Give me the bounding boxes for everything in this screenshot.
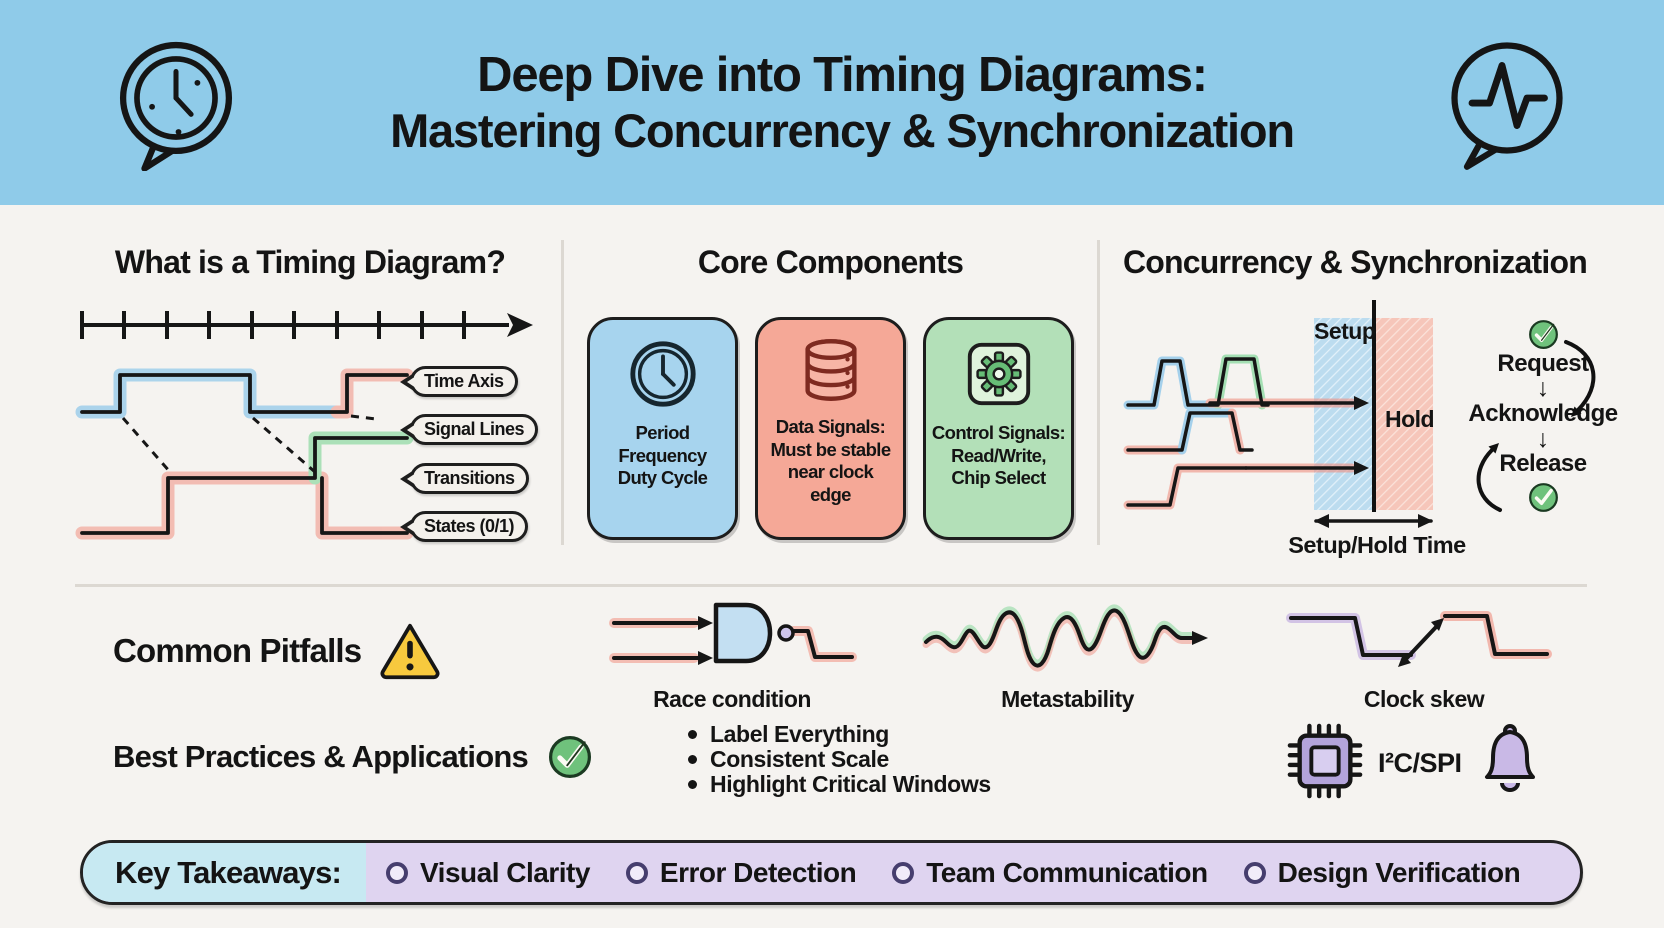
bullet-label: Highlight Critical Windows <box>710 771 991 797</box>
concurrency-section-title: Concurrency & Synchronization <box>1123 244 1588 280</box>
bullet-dot-icon <box>688 780 697 789</box>
practices-title: Best Practices & Applications <box>113 739 529 774</box>
clock-skew-label: Clock skew <box>1363 686 1485 712</box>
ring-bullet-icon <box>1243 861 1266 884</box>
card-text: Control Signals: Read/Write, Chip Select <box>931 422 1066 489</box>
setup-hold-diagram <box>1123 300 1433 528</box>
header-title: Deep Dive into Timing Diagrams: Masterin… <box>242 48 1442 157</box>
check-circle-icon <box>1528 320 1558 349</box>
bullet-item: Highlight Critical Windows <box>688 771 1048 797</box>
bullet-dot-icon <box>688 730 697 739</box>
takeaway-label: Team Communication <box>926 856 1208 888</box>
key-takeaways-title: Key Takeaways: <box>83 843 366 902</box>
handshake-step-request: Request <box>1497 350 1589 377</box>
check-circle-icon <box>1528 482 1558 512</box>
pulse-speech-bubble-icon <box>1451 41 1563 170</box>
warning-triangle-icon <box>380 623 440 680</box>
core-section-title: Core Components <box>697 244 964 280</box>
clock-speech-bubble-icon <box>119 41 233 171</box>
skewed-clock-icon <box>1286 611 1552 667</box>
key-takeaways-items: Visual Clarity Error Detection Team Comm… <box>386 856 1521 889</box>
check-circle-icon <box>548 736 591 778</box>
callout-signal-lines: Signal Lines <box>410 414 539 445</box>
key-takeaways-bar: Key Takeaways: Visual Clarity Error Dete… <box>80 840 1583 905</box>
takeaway-item-error-detection: Error Detection <box>625 856 857 889</box>
bell-icon <box>1485 724 1535 792</box>
ring-bullet-icon <box>625 861 648 884</box>
card-data-signals: Data Signals: Must be stable near clock … <box>755 317 906 540</box>
metastability-label: Metastability <box>1001 686 1134 712</box>
callout-states: States (0/1) <box>410 511 529 542</box>
curved-arrow-right-icon <box>1564 340 1596 417</box>
protocol-label: I²C/SPI <box>1378 748 1462 778</box>
takeaway-label: Error Detection <box>659 856 857 888</box>
bullet-item: Label Everything <box>688 721 1048 747</box>
callout-time-axis: Time Axis <box>410 366 518 397</box>
bullet-label: Consistent Scale <box>710 746 889 772</box>
card-timing-parameters: Period Frequency Duty Cycle <box>587 317 738 540</box>
noisy-signal-icon <box>922 604 1208 672</box>
nand-gate-icon <box>609 602 857 665</box>
hold-label: Hold <box>1385 406 1435 432</box>
race-condition-label: Race condition <box>653 686 811 712</box>
header-banner: Deep Dive into Timing Diagrams: Masterin… <box>0 0 1664 205</box>
time-axis-diagram <box>80 311 533 339</box>
handshake-step-release: Release <box>1499 450 1587 478</box>
takeaway-item-team-communication: Team Communication <box>892 856 1208 889</box>
practices-title-row: Best Practices & Applications <box>113 733 594 781</box>
microchip-icon <box>1287 723 1363 799</box>
title-line-1: Deep Dive into Timing Diagrams: <box>477 47 1208 102</box>
database-icon <box>804 339 857 401</box>
down-arrow-icon: ↓ <box>1536 374 1550 403</box>
takeaway-item-design-verification: Design Verification <box>1243 856 1521 889</box>
bullet-label: Label Everything <box>710 721 889 747</box>
down-arrow-icon: ↓ <box>1536 424 1550 453</box>
setup-hold-time-label: Setup/Hold Time <box>1288 532 1466 558</box>
takeaway-label: Visual Clarity <box>420 856 590 888</box>
signal-waveform-diagram <box>75 368 414 540</box>
curved-arrow-left-icon <box>1476 443 1502 512</box>
pitfalls-title-row: Common Pitfalls <box>113 622 441 680</box>
takeaway-item-visual-clarity: Visual Clarity <box>386 857 590 889</box>
pitfalls-title: Common Pitfalls <box>113 632 362 669</box>
ring-bullet-icon <box>892 861 915 884</box>
column-divider <box>1097 240 1100 545</box>
card-text: Data Signals: Must be stable near clock … <box>770 416 891 505</box>
title-line-2: Mastering Concurrency & Synchronization <box>390 103 1295 157</box>
callout-transitions: Transitions <box>410 463 529 494</box>
practices-bullet-list: Label Everything Consistent Scale Highli… <box>688 721 1048 797</box>
handshake-step-acknowledge: Acknowledge <box>1468 400 1618 428</box>
section-divider <box>75 584 1587 587</box>
bullet-item: Consistent Scale <box>688 746 1048 772</box>
handshake-flow: Request ↓ Acknowledge ↓ Release <box>1468 318 1618 514</box>
card-control-signals: Control Signals: Read/Write, Chip Select <box>923 317 1074 540</box>
bullet-dot-icon <box>688 755 697 764</box>
setup-band <box>1314 318 1372 510</box>
column-divider <box>561 240 564 545</box>
gear-icon <box>967 342 1030 406</box>
ring-bullet-icon <box>386 861 408 884</box>
what-section-title: What is a Timing Diagram? <box>114 244 506 280</box>
hold-band <box>1376 318 1433 510</box>
clock-icon <box>629 341 696 407</box>
card-text: Period Frequency Duty Cycle <box>617 422 708 489</box>
setup-label: Setup <box>1314 318 1376 344</box>
takeaway-label: Design Verification <box>1277 856 1521 888</box>
